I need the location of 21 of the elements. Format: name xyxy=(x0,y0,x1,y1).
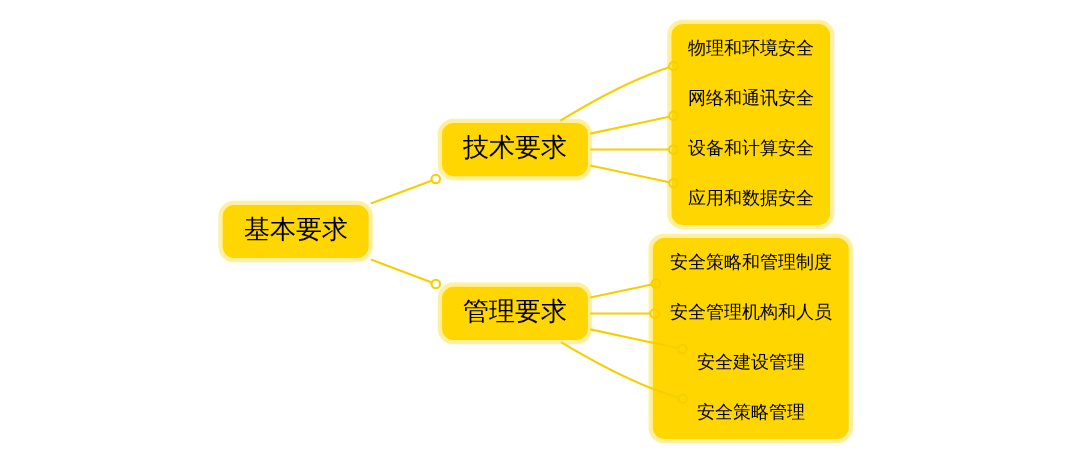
connector xyxy=(590,327,688,354)
node-box: 技术要求 xyxy=(437,118,593,180)
connector xyxy=(590,143,679,155)
connector xyxy=(370,258,442,289)
node-text: 安全建设管理 xyxy=(696,350,805,372)
node-text: 设备和计算安全 xyxy=(687,136,814,158)
node-text: 安全管理机构和人员 xyxy=(669,300,832,322)
connector xyxy=(590,163,679,189)
node-text: 安全策略管理 xyxy=(696,400,805,422)
node-box: 管理要求 xyxy=(437,282,593,344)
node-text: 网络和通讯安全 xyxy=(687,86,814,108)
connector xyxy=(370,173,442,204)
connector xyxy=(590,307,660,319)
node-text: 物理和环境安全 xyxy=(687,36,814,58)
node-box: 基本要求 xyxy=(218,200,373,262)
node-text: 应用和数据安全 xyxy=(687,186,814,208)
connector xyxy=(590,277,662,299)
node-text: 安全策略和管理制度 xyxy=(669,250,832,272)
connector xyxy=(560,340,688,404)
connector xyxy=(559,60,679,122)
connector xyxy=(590,110,679,135)
